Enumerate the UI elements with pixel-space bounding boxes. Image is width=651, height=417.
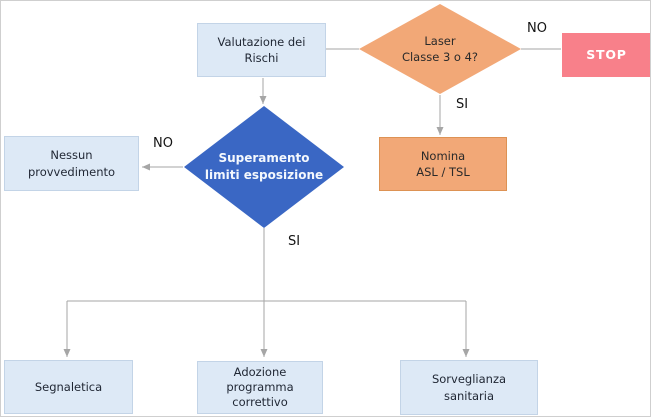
node-valutazione-rischi-label: Valutazione dei Rischi	[217, 34, 306, 65]
node-nomina-asl-tsl-label: Nomina ASL / TSL	[416, 148, 470, 179]
node-sorveglianza-sanitaria-label: Sorveglianza sanitaria	[431, 372, 507, 403]
node-superamento-limiti-decision-label: Superamento limiti esposizione	[204, 151, 324, 182]
edge-label-laser-no: NO	[527, 21, 547, 36]
node-nessun-provvedimento: Nessun provvedimento	[4, 136, 139, 191]
node-sorveglianza-sanitaria: Sorveglianza sanitaria	[400, 360, 538, 415]
node-stop: STOP	[562, 33, 650, 77]
node-adozione-programma-label: Adozione programma correttivo	[226, 365, 294, 409]
node-laser-classe-decision: Laser Classe 3 o 4?	[359, 4, 521, 94]
node-adozione-programma: Adozione programma correttivo	[197, 361, 323, 414]
edge-label-laser-si: SI	[456, 97, 469, 112]
node-segnaletica: Segnaletica	[4, 360, 133, 414]
node-stop-label: STOP	[586, 47, 627, 63]
node-superamento-limiti-decision: Superamento limiti esposizione	[184, 106, 344, 228]
edge-label-superamento-no: NO	[153, 136, 173, 151]
node-laser-classe-decision-label: Laser Classe 3 o 4?	[401, 33, 479, 64]
node-nessun-provvedimento-label: Nessun provvedimento	[27, 148, 116, 179]
node-valutazione-rischi: Valutazione dei Rischi	[197, 23, 326, 77]
edge-label-superamento-si: SI	[288, 234, 301, 249]
node-nomina-asl-tsl: Nomina ASL / TSL	[379, 137, 507, 191]
node-segnaletica-label: Segnaletica	[34, 379, 103, 394]
